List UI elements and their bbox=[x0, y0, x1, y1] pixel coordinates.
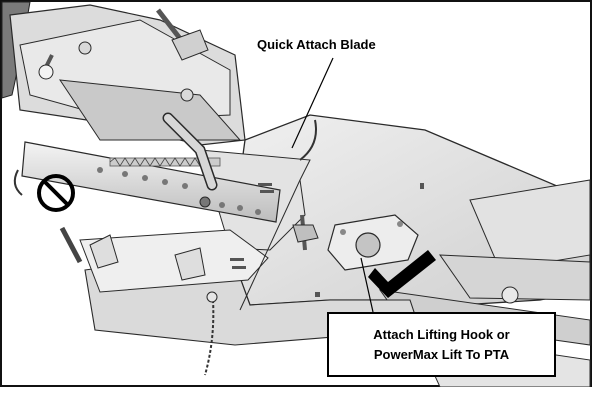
pta-lift-plate bbox=[327, 214, 419, 271]
hole-bar bbox=[21, 141, 281, 223]
callout-line-2: PowerMax Lift To PTA bbox=[373, 346, 510, 362]
quick-attach-blade-label: Quick Attach Blade bbox=[257, 37, 376, 52]
checkmark-icon bbox=[368, 250, 436, 298]
top-rods bbox=[38, 8, 209, 102]
chains bbox=[13, 119, 317, 376]
top-callout-leader bbox=[291, 57, 334, 149]
illustration-frame bbox=[0, 0, 592, 387]
lift-instruction-callout: Attach Lifting Hook or PowerMax Lift To … bbox=[327, 312, 556, 377]
deck-slots bbox=[230, 183, 424, 297]
prohibition-circle-icon bbox=[37, 174, 75, 212]
box-callout-leader bbox=[360, 257, 374, 313]
quick-attach-blade bbox=[79, 149, 311, 311]
bolts bbox=[59, 214, 319, 281]
spring-handle bbox=[162, 112, 218, 191]
callout-line-1: Attach Lifting Hook or bbox=[373, 326, 510, 342]
